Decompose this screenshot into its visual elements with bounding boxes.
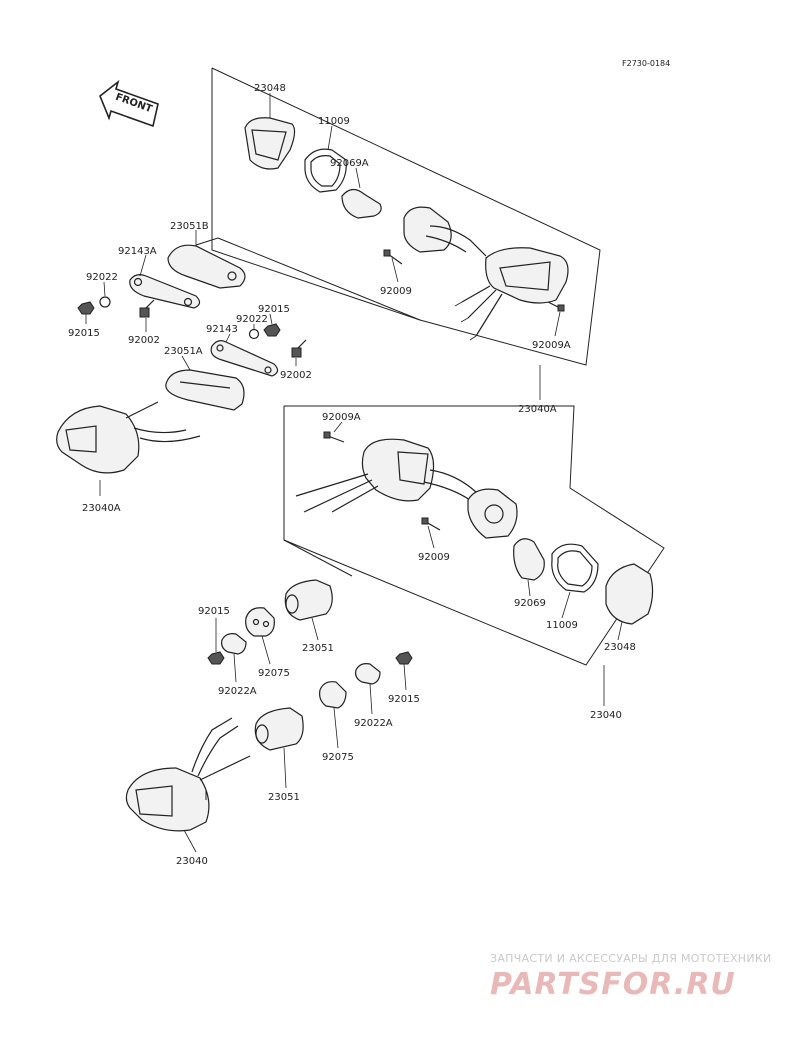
label-92009A-mid: 92009A (322, 412, 361, 423)
label-23040A-left: 23040A (82, 503, 121, 514)
label-92015-left: 92015 (68, 328, 100, 339)
label-23048-top: 23048 (254, 83, 286, 94)
screw-92009A-mid (323, 431, 345, 443)
label-23040-mid: 23040 (590, 710, 622, 721)
group-brackets-left (56, 230, 421, 496)
washer-92022A-right (355, 663, 381, 685)
bolt-92002-mid (291, 339, 307, 358)
bracket-23051A (165, 369, 245, 411)
label-92022A-low: 92022A (218, 686, 257, 697)
housing-23040-bottom (125, 767, 210, 832)
bulb-92069A (341, 188, 382, 219)
watermark: ЗАПЧАСТИ И АКСЕССУАРЫ ДЛЯ МОТОТЕХНИКИ PA… (490, 952, 772, 1002)
label-23040-bottom: 23040 (176, 856, 208, 867)
screw-92009A-top (547, 301, 565, 312)
bracket-92143A (129, 274, 201, 309)
label-92143: 92143 (206, 324, 238, 335)
socket-mid (467, 488, 518, 539)
label-92022-left: 92022 (86, 272, 118, 283)
label-23048-mid: 23048 (604, 642, 636, 653)
watermark-brand: PARTSFOR.RU (490, 967, 736, 1002)
group-23040-mid (283, 405, 665, 706)
nut-92015-right (395, 651, 413, 665)
label-92002-left: 92002 (128, 335, 160, 346)
label-92022A-right: 92022A (354, 718, 393, 729)
label-11009-mid: 11009 (546, 620, 578, 631)
bulb-92069 (513, 538, 545, 581)
spacer-23051-low (284, 579, 333, 621)
label-92069: 92069 (514, 598, 546, 609)
label-92015-low: 92015 (198, 606, 230, 617)
label-92009-mid: 92009 (418, 552, 450, 563)
label-11009-top: 11009 (318, 116, 350, 127)
lens-23048-mid (605, 563, 654, 625)
nut-92015-low (207, 651, 225, 665)
label-92002-mid: 92002 (280, 370, 312, 381)
gasket-11009-mid (551, 543, 599, 593)
label-23051-low: 23051 (302, 643, 334, 654)
screw-92009-mid (421, 517, 441, 531)
gasket-11009-top (304, 148, 347, 193)
group-23040A-top (211, 67, 601, 400)
label-92009A-top: 92009A (532, 340, 571, 351)
socket-assembly-top (403, 206, 452, 253)
washer-92022-left (99, 296, 111, 308)
label-92143A: 92143A (118, 246, 157, 257)
washer-92022-mid (248, 328, 260, 340)
label-23051A: 23051A (164, 346, 203, 357)
nut-92015-mid (263, 323, 281, 337)
housing-23040-mid (361, 438, 435, 502)
label-23051B: 23051B (170, 221, 209, 232)
figure-code: F2730-0184 (622, 59, 670, 68)
label-92009-top: 92009 (380, 286, 412, 297)
grommet-92075-right (319, 681, 347, 709)
lens-23048-top (244, 117, 296, 170)
housing-23040A-left (56, 405, 140, 474)
part-labels: 23048 11009 92069A 92009 92009A 23040A 2… (68, 83, 636, 867)
front-arrow-icon: FRONT (99, 79, 159, 128)
spacer-23051-bottom (254, 707, 304, 751)
bracket-92143 (210, 340, 279, 377)
label-92015-mid: 92015 (258, 304, 290, 315)
group-23040-lower (125, 579, 413, 853)
nut-92015-left (77, 301, 95, 315)
watermark-tagline: ЗАПЧАСТИ И АКСЕССУАРЫ ДЛЯ МОТОТЕХНИКИ (490, 952, 772, 965)
screw-92009-top (383, 249, 403, 265)
housing-23040A-top (485, 247, 569, 304)
label-23040A-top: 23040A (518, 404, 557, 415)
label-92015-right: 92015 (388, 694, 420, 705)
label-92075-low: 92075 (258, 668, 290, 679)
label-92075-right: 92075 (322, 752, 354, 763)
washer-92022A-low (221, 633, 247, 655)
bolt-92002-left (139, 299, 155, 318)
grommet-92075-low (245, 607, 275, 637)
bracket-23051B (167, 244, 246, 289)
label-23051-bottom: 23051 (268, 792, 300, 803)
label-92022-mid: 92022 (236, 314, 268, 325)
label-92069A: 92069A (330, 158, 369, 169)
